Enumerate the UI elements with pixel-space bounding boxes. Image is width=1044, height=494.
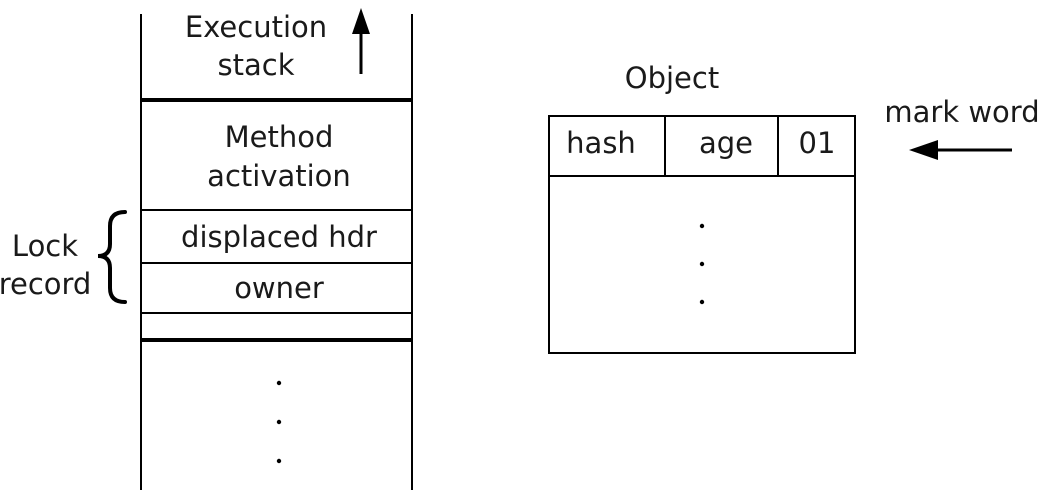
stack-ellipsis (276, 380, 282, 464)
owner-label: owner (234, 271, 324, 305)
object-frame (548, 115, 856, 354)
left-arrow-icon (909, 140, 1012, 160)
object-box: Object hash age 01 (548, 61, 856, 354)
lock-bits-field: 01 (799, 126, 836, 160)
mark-word-label: mark word (884, 95, 1039, 129)
hash-field: hash (566, 126, 636, 160)
execution-stack-label-line2: stack (218, 48, 295, 82)
method-activation-label-line1: Method (225, 120, 334, 154)
method-activation-label-line2: activation (207, 159, 351, 193)
object-ellipsis (699, 223, 705, 305)
execution-stack-label-line1: Execution (185, 10, 327, 44)
object-title: Object (625, 61, 719, 95)
lock-record-label-line1: Lock (12, 229, 78, 263)
age-field: age (699, 126, 753, 160)
curly-brace-icon (97, 210, 127, 304)
lock-record-annotation: Lock record (0, 210, 127, 304)
execution-stack: Execution stack Method activation displa… (140, 8, 413, 490)
lock-record-label-line2: record (0, 267, 91, 301)
displaced-hdr-label: displaced hdr (181, 220, 377, 254)
mark-word-annotation: mark word (884, 95, 1040, 160)
stack-growth-arrow-icon (352, 8, 370, 74)
